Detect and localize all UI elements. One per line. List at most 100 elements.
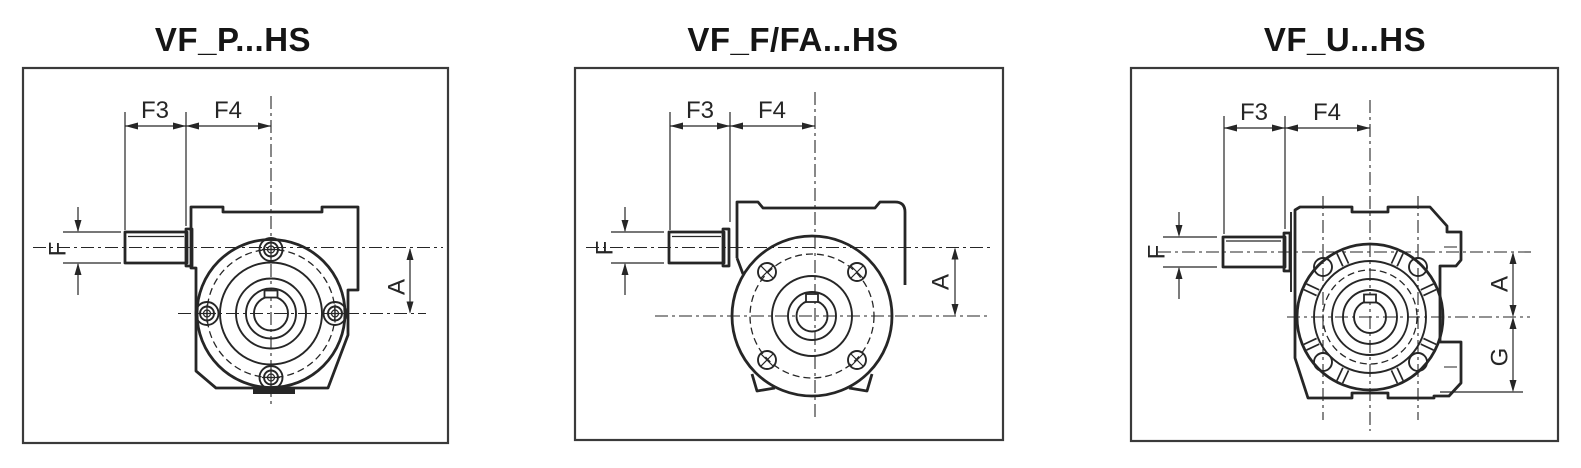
arrowhead	[1224, 124, 1237, 132]
ext-lines	[611, 231, 664, 264]
arrowhead	[1285, 124, 1298, 132]
dim-label-f3: F3	[1240, 99, 1268, 126]
hole-cross	[760, 353, 774, 367]
bolt-circle-dashed	[749, 253, 875, 379]
housing-face-circle	[195, 238, 347, 389]
bolt-bottom	[258, 365, 284, 390]
arrowhead	[74, 220, 82, 232]
bolt-left	[194, 301, 220, 326]
arrowhead	[406, 248, 414, 260]
mounting-pad	[253, 388, 295, 394]
flange-hole-top-left	[757, 262, 777, 282]
arrowhead	[1509, 305, 1517, 317]
arrowhead	[730, 122, 743, 130]
flange-circle	[730, 234, 894, 398]
dim-label-f: F	[44, 242, 71, 257]
bolt-cross	[198, 304, 216, 323]
dim-label-f4: F4	[214, 97, 242, 124]
hole-cross	[850, 265, 864, 279]
arrowhead	[258, 122, 271, 130]
panel-vf-u: VF_U...HS	[1129, 21, 1560, 443]
arrowhead	[1272, 124, 1285, 132]
bolt-boss	[322, 301, 348, 326]
flange-feet	[750, 373, 874, 393]
dim-g: G	[1440, 317, 1523, 393]
shaft-collar	[184, 227, 194, 268]
arrowhead	[951, 247, 959, 260]
hub-circle-inner	[787, 291, 837, 341]
dim-f: F	[44, 207, 121, 295]
pitch-circle-dashed	[1322, 269, 1418, 365]
panel-vf-f-fa: VF_F/FA...HS	[573, 21, 1005, 442]
arrowhead	[717, 122, 730, 130]
bolt-boss	[194, 301, 220, 326]
arrowhead	[951, 304, 959, 316]
housing-hole-bottom-right	[1408, 352, 1428, 372]
dim-f4: F4	[730, 97, 815, 130]
hole-cross	[850, 353, 864, 367]
bolt-cross	[262, 368, 280, 387]
bolt-boss	[258, 365, 284, 390]
body-outline	[189, 205, 360, 390]
body-outline	[735, 200, 907, 285]
dim-f3: F3	[669, 97, 731, 230]
dim-label-g: G	[1486, 348, 1513, 367]
ext-lines	[1163, 236, 1217, 268]
dim-f: F	[591, 207, 664, 295]
hub-circle-inner	[245, 287, 297, 340]
dim-label-f: F	[591, 241, 618, 256]
arrowhead	[74, 263, 82, 275]
boss-centerlines	[1444, 246, 1459, 368]
keyway	[263, 289, 279, 299]
housing-hole-top-right	[1408, 257, 1428, 277]
hub-circle-inner	[1342, 289, 1398, 345]
bolt-boss	[258, 237, 284, 262]
panel-frame	[573, 66, 1005, 442]
hole	[847, 262, 867, 282]
hub-circle-outer	[219, 261, 323, 366]
panel-frame	[21, 66, 450, 445]
arrowhead	[125, 122, 138, 130]
ext-lines	[669, 112, 731, 230]
flange-hole-bottom-right	[847, 350, 867, 370]
dim-a: A	[1486, 252, 1517, 317]
arrowhead	[1175, 225, 1183, 237]
hole-axis-centerlines	[1322, 196, 1419, 420]
ext-lines	[124, 112, 187, 230]
ext-lines	[1223, 116, 1286, 234]
shaft-collar	[1282, 231, 1292, 273]
dim-f: F	[1143, 212, 1217, 299]
hub-circle-outer	[771, 275, 853, 357]
dim-f4: F4	[1285, 99, 1370, 132]
hole	[757, 350, 777, 370]
bolt-cross	[262, 240, 280, 259]
panel-title: VF_F/FA...HS	[687, 21, 898, 58]
dim-label-f3: F3	[141, 97, 169, 124]
panel-title: VF_U...HS	[1264, 21, 1426, 58]
dim-label-f3: F3	[686, 97, 714, 124]
housing-hole-top-left	[1313, 257, 1333, 277]
arrowhead	[1175, 267, 1183, 279]
arrowhead	[173, 122, 186, 130]
panel-title: VF_P...HS	[155, 21, 311, 58]
rib-ring-outer	[1295, 242, 1445, 392]
dim-label-a: A	[927, 274, 954, 290]
dim-f3: F3	[1223, 99, 1286, 234]
hole	[757, 262, 777, 282]
dim-f4: F4	[186, 97, 271, 130]
arrowhead	[1509, 252, 1517, 264]
gearbox-drawing	[123, 205, 360, 394]
dim-label-a: A	[383, 279, 410, 295]
shaft-collar	[721, 227, 731, 268]
dim-label-a: A	[1486, 276, 1513, 292]
arrowhead	[406, 301, 414, 314]
arrowhead	[1357, 124, 1370, 132]
arrowhead	[621, 263, 629, 275]
dim-label-f4: F4	[758, 97, 786, 124]
flange-hole-bottom-left	[757, 350, 777, 370]
keyway	[805, 293, 819, 303]
hole-cross	[760, 265, 774, 279]
housing-hole-bottom-left	[1313, 352, 1333, 372]
ext-lines	[63, 231, 121, 264]
